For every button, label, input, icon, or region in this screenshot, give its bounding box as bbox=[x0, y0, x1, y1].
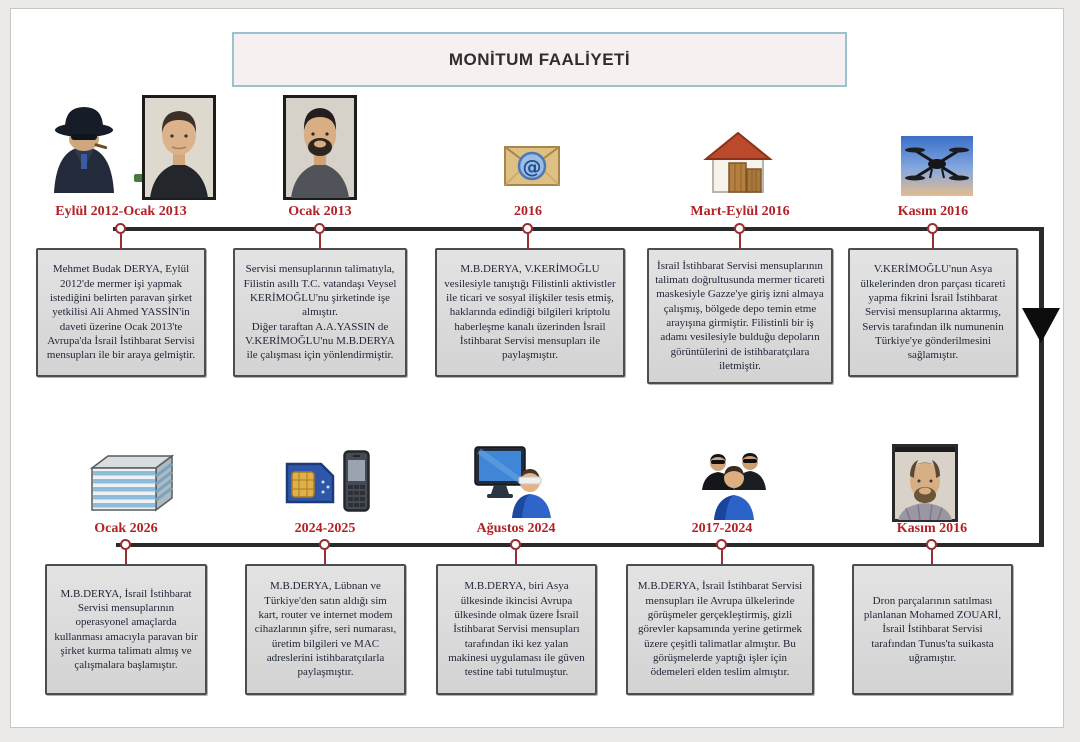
striped-building-icon bbox=[84, 450, 176, 516]
marker-stem bbox=[739, 233, 741, 249]
event-date: 2017-2024 bbox=[691, 521, 753, 536]
timeline-top-line bbox=[113, 227, 1044, 231]
email-icon: @ bbox=[502, 137, 562, 195]
spy-icon bbox=[34, 99, 134, 195]
event-textbox: Mehmet Budak DERYA, Eylül 2012'de mermer… bbox=[36, 248, 206, 377]
timeline-marker bbox=[927, 223, 938, 234]
marker-stem bbox=[120, 233, 122, 249]
sim-card-icon bbox=[283, 460, 337, 506]
timeline-marker bbox=[716, 539, 727, 550]
page-title: MONİTUM FAALİYETİ bbox=[448, 49, 631, 69]
event-date: 2016 bbox=[514, 204, 542, 219]
event-textbox: M.B.DERYA, İsrail İstihbarat Servisi men… bbox=[626, 564, 814, 695]
event-date: Kasım 2016 bbox=[896, 521, 968, 536]
marker-stem bbox=[319, 233, 321, 249]
timeline-right-vertical-line bbox=[1039, 227, 1044, 547]
event-date: Mart-Eylül 2016 bbox=[690, 204, 790, 219]
mobile-phone-icon bbox=[343, 450, 370, 512]
timeline-marker bbox=[120, 539, 131, 550]
event-textbox: İsrail İstihbarat Servisi mensuplarının … bbox=[647, 248, 833, 384]
svg-text:@: @ bbox=[523, 156, 542, 178]
portrait-photo-icon bbox=[142, 95, 216, 200]
timeline-marker bbox=[319, 539, 330, 550]
drone-photo-icon bbox=[901, 136, 973, 196]
agents-group-icon bbox=[696, 448, 770, 520]
event-date: Ocak 2013 bbox=[288, 204, 352, 219]
computer-blindfolded-person-icon bbox=[474, 446, 552, 518]
portrait-photo-icon bbox=[283, 95, 357, 200]
timeline-marker bbox=[314, 223, 325, 234]
marker-stem bbox=[527, 233, 529, 249]
timeline-marker bbox=[115, 223, 126, 234]
event-textbox: M.B.DERYA, biri Asya ülkesinde ikincisi … bbox=[436, 564, 597, 695]
warehouse-icon bbox=[702, 130, 774, 196]
event-date: Ağustos 2024 bbox=[476, 521, 556, 536]
flow-arrow-down-icon bbox=[1022, 308, 1060, 343]
event-textbox: Servisi mensuplarının talimatıyla, Filis… bbox=[233, 248, 407, 377]
marker-stem bbox=[721, 549, 723, 564]
title-box: MONİTUM FAALİYETİ bbox=[232, 32, 847, 87]
timeline-marker bbox=[926, 539, 937, 550]
event-date: Eylül 2012-Ocak 2013 bbox=[55, 204, 187, 219]
timeline-marker bbox=[522, 223, 533, 234]
event-textbox: M.B.DERYA, V.KERİMOĞLU vesilesiyle tanış… bbox=[435, 248, 625, 377]
event-date: Ocak 2026 bbox=[94, 521, 158, 536]
marker-stem bbox=[324, 549, 326, 564]
event-textbox: V.KERİMOĞLU'nun Asya ülkelerinden dron p… bbox=[848, 248, 1018, 377]
marker-stem bbox=[515, 549, 517, 564]
marker-stem bbox=[931, 549, 933, 564]
marker-stem bbox=[125, 549, 127, 564]
event-date: 2024-2025 bbox=[294, 521, 356, 536]
timeline-marker bbox=[510, 539, 521, 550]
timeline-marker bbox=[734, 223, 745, 234]
event-textbox: M.B.DERYA, Lübnan ve Türkiye'den satın a… bbox=[245, 564, 406, 695]
timeline-bottom-line bbox=[116, 543, 1044, 547]
event-date: Kasım 2016 bbox=[897, 204, 969, 219]
portrait-photo-icon bbox=[892, 444, 958, 522]
event-textbox: M.B.DERYA, İsrail İstihbarat Servisi men… bbox=[45, 564, 207, 695]
marker-stem bbox=[932, 233, 934, 249]
event-textbox: Dron parçalarının satılması planlanan Mo… bbox=[852, 564, 1013, 695]
